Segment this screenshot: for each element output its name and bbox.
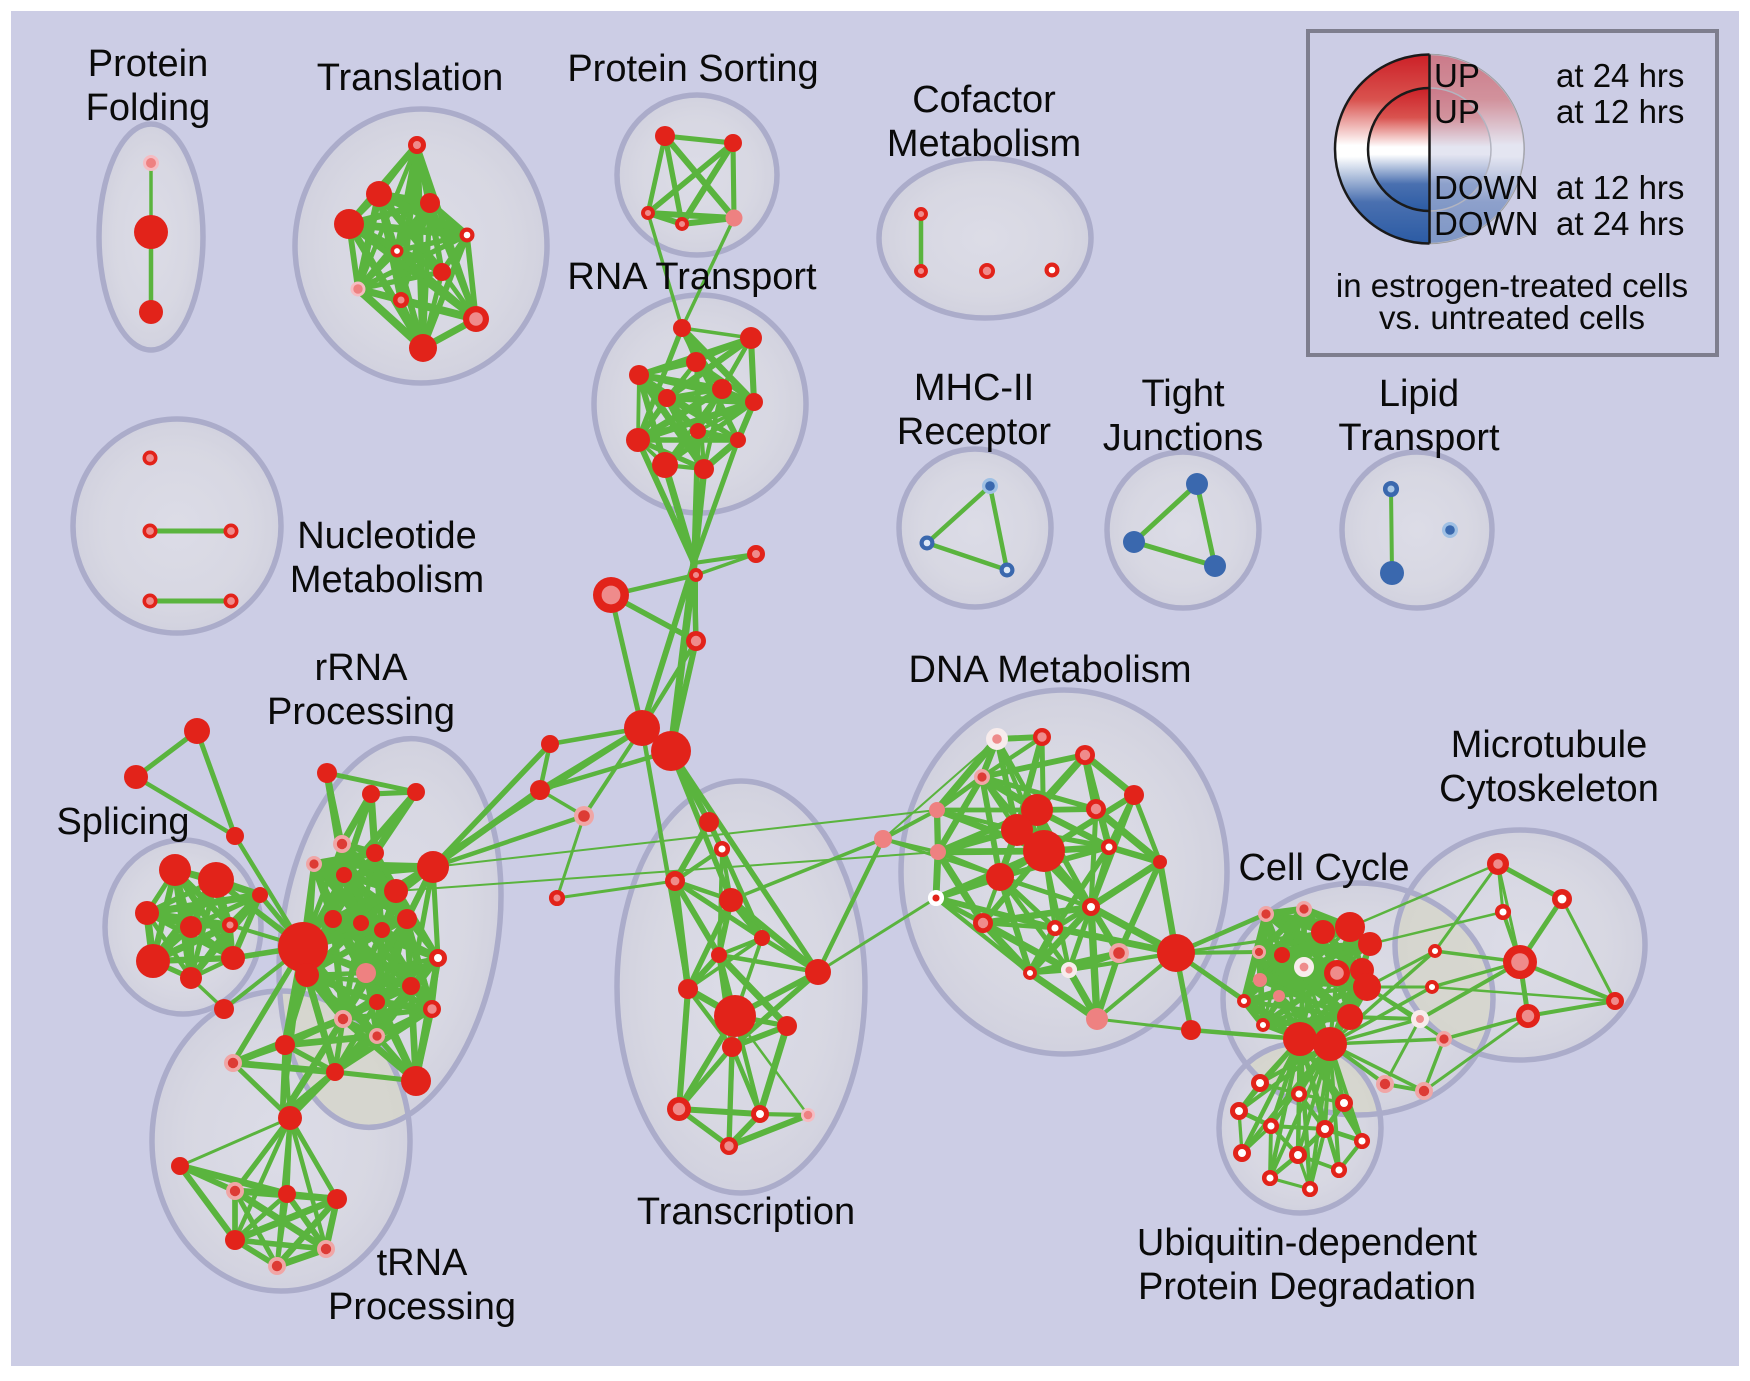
svg-text:at 12 hrs: at 12 hrs	[1556, 169, 1684, 206]
svg-text:DOWN: DOWN	[1434, 169, 1538, 206]
svg-text:DOWN: DOWN	[1434, 205, 1538, 242]
svg-text:in estrogen-treated cells: in estrogen-treated cells	[1336, 267, 1688, 304]
svg-text:Cell Cycle: Cell Cycle	[1238, 847, 1409, 889]
svg-text:DNA Metabolism: DNA Metabolism	[909, 649, 1192, 691]
svg-text:Protein Sorting: Protein Sorting	[567, 48, 818, 90]
svg-text:Ubiquitin-dependent: Ubiquitin-dependent	[1137, 1222, 1478, 1264]
svg-text:vs. untreated cells: vs. untreated cells	[1379, 299, 1645, 336]
svg-text:UP: UP	[1434, 93, 1480, 130]
svg-text:at 12 hrs: at 12 hrs	[1556, 93, 1684, 130]
svg-text:at 24 hrs: at 24 hrs	[1556, 57, 1684, 94]
svg-text:tRNA: tRNA	[377, 1242, 468, 1284]
svg-text:at 24 hrs: at 24 hrs	[1556, 205, 1684, 242]
svg-text:Folding: Folding	[86, 87, 211, 129]
svg-text:Tight: Tight	[1141, 373, 1225, 415]
svg-text:Junctions: Junctions	[1103, 417, 1264, 459]
svg-text:Cytoskeleton: Cytoskeleton	[1439, 768, 1659, 810]
svg-text:Translation: Translation	[317, 57, 504, 99]
svg-text:Protein: Protein	[88, 43, 208, 85]
svg-text:MHC-II: MHC-II	[914, 367, 1034, 409]
svg-text:Cofactor: Cofactor	[912, 79, 1056, 121]
svg-text:Protein Degradation: Protein Degradation	[1138, 1266, 1476, 1308]
svg-text:Metabolism: Metabolism	[290, 559, 484, 601]
svg-text:Processing: Processing	[328, 1286, 516, 1328]
svg-text:rRNA: rRNA	[315, 647, 409, 689]
svg-text:Metabolism: Metabolism	[887, 123, 1081, 165]
svg-text:Splicing: Splicing	[56, 801, 189, 843]
svg-text:Lipid: Lipid	[1379, 373, 1459, 415]
svg-text:Transcription: Transcription	[637, 1191, 855, 1233]
svg-text:RNA Transport: RNA Transport	[567, 256, 817, 298]
svg-text:Microtubule: Microtubule	[1451, 724, 1647, 766]
svg-text:Receptor: Receptor	[897, 411, 1052, 453]
svg-text:Nucleotide: Nucleotide	[297, 515, 477, 557]
svg-text:Processing: Processing	[267, 691, 455, 733]
svg-text:UP: UP	[1434, 57, 1480, 94]
svg-text:Transport: Transport	[1338, 417, 1500, 459]
